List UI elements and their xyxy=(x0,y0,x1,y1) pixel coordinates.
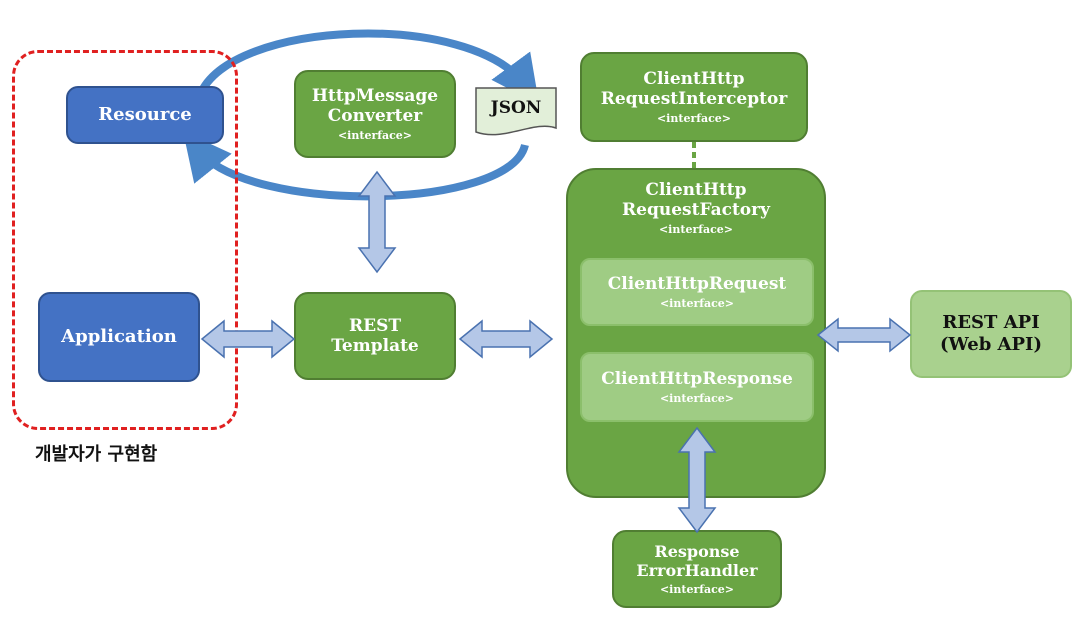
rest-template-line2: Template xyxy=(331,336,419,356)
response-sub: <interface> xyxy=(659,391,735,405)
error-handler-sub: <interface> xyxy=(659,582,735,596)
response-errorhandler-double-arrow xyxy=(677,426,717,534)
rest-api-box: REST API (Web API) xyxy=(910,290,1072,378)
converter-line2: Converter xyxy=(327,106,423,127)
error-handler-line1: Response xyxy=(654,542,740,562)
converter-line1: HttpMessage xyxy=(311,86,439,107)
factory-restapi-double-arrow xyxy=(816,317,912,353)
json-document-icon xyxy=(475,87,557,136)
rest-template-box: REST Template xyxy=(294,292,456,380)
client-http-request-interceptor-box: ClientHttp RequestInterceptor <interface… xyxy=(580,52,808,142)
interceptor-sub: <interface> xyxy=(656,111,732,125)
resource-label: Resource xyxy=(98,104,192,126)
request-label: ClientHttpRequest xyxy=(607,274,787,295)
factory-sub: <interface> xyxy=(658,222,734,236)
converter-template-double-arrow xyxy=(357,170,397,274)
rest-template-line1: REST xyxy=(348,315,401,336)
factory-line1: ClientHttp xyxy=(645,180,747,200)
developer-note: 개발자가 구현함 xyxy=(35,444,158,465)
app-template-double-arrow xyxy=(200,319,296,359)
interceptor-line1: ClientHttp xyxy=(643,69,745,90)
factory-line2: RequestFactory xyxy=(622,200,770,221)
client-http-request-box: ClientHttpRequest <interface> xyxy=(580,258,814,326)
resource-box: Resource xyxy=(66,86,224,144)
response-label: ClientHttpResponse xyxy=(601,369,793,390)
converter-sub: <interface> xyxy=(337,128,413,142)
response-error-handler-box: Response ErrorHandler <interface> xyxy=(612,530,782,608)
rest-api-line1: REST API xyxy=(942,312,1040,334)
client-http-response-box: ClientHttpResponse <interface> xyxy=(580,352,814,422)
json-label: JSON xyxy=(490,98,542,118)
error-handler-line2: ErrorHandler xyxy=(636,561,758,581)
developer-implemented-region xyxy=(12,50,238,430)
application-label: Application xyxy=(61,326,177,348)
rest-api-line2: (Web API) xyxy=(939,334,1042,355)
http-message-converter-box: HttpMessage Converter <interface> xyxy=(294,70,456,158)
interceptor-line2: RequestInterceptor xyxy=(600,89,788,110)
application-box: Application xyxy=(38,292,200,382)
template-factory-double-arrow xyxy=(458,319,554,359)
request-sub: <interface> xyxy=(659,296,735,310)
